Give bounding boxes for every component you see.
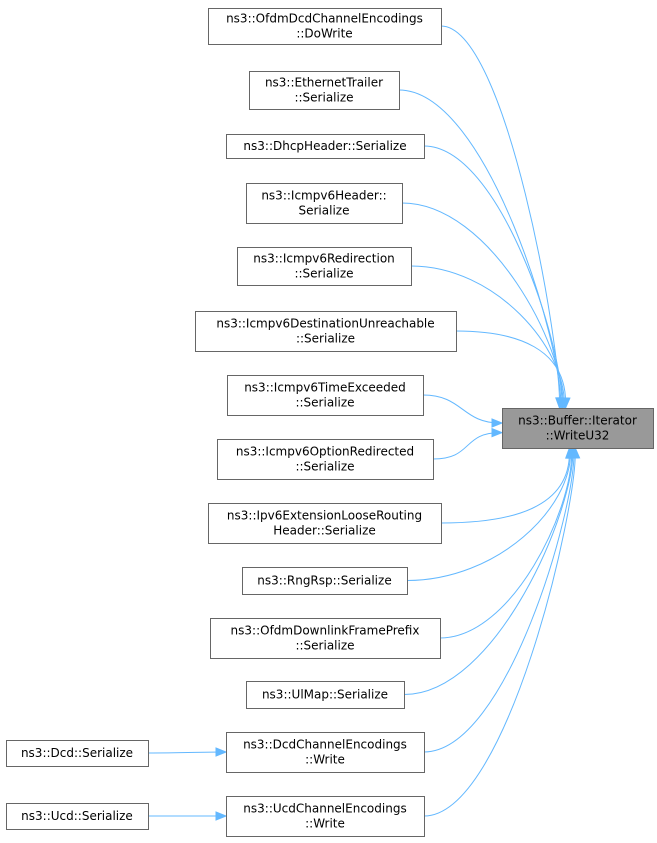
node-icmpv6-redirection[interactable]: ns3::Icmpv6Redirection::Serialize	[237, 247, 412, 286]
edge-ucd-serialize-to-ucd-channel-encodings	[148, 811, 228, 821]
edge-line	[423, 449, 576, 817]
edge-icmpv6-option-redirected-to-target	[432, 427, 504, 460]
node-label-line: ns3::UlMap::Serialize	[262, 688, 388, 702]
node-label-line: ns3::OfdmDcdChannelEncodings	[226, 12, 423, 26]
node-box	[210, 618, 441, 659]
node-ul-map[interactable]: ns3::UlMap::Serialize	[246, 681, 405, 709]
node-box	[237, 247, 412, 286]
arrowhead	[215, 747, 228, 757]
node-label-line: ns3::Buffer::Iterator	[518, 414, 637, 428]
node-label-line: Serialize	[299, 204, 350, 218]
edges-layer	[147, 25, 581, 821]
node-label-line: ns3::Icmpv6Redirection	[253, 252, 395, 266]
node-label-line: Header::Serialize	[273, 524, 376, 538]
node-box	[226, 134, 425, 159]
edge-line	[455, 330, 567, 407]
node-box	[502, 408, 654, 449]
node-rng-rsp[interactable]: ns3::RngRsp::Serialize	[242, 567, 408, 595]
edge-line	[440, 449, 570, 524]
node-box	[246, 183, 403, 224]
nodes-layer: ns3::Buffer::Iterator::WriteU32ns3::Ofdm…	[6, 8, 654, 837]
edge-icmpv6-header-to-target	[401, 202, 569, 410]
node-label-line: ns3::Ucd::Serialize	[21, 809, 133, 823]
node-label-line: ns3::Dcd::Serialize	[21, 746, 133, 760]
edge-line	[403, 449, 574, 695]
node-box	[6, 740, 149, 767]
node-label-line: ::Write	[305, 817, 345, 831]
node-label-line: ns3::DcdChannelEncodings	[243, 738, 407, 752]
node-dhcp-header[interactable]: ns3::DhcpHeader::Serialize	[226, 134, 425, 159]
node-box	[227, 375, 424, 416]
edge-ofdm-dcd-dowrite-to-target	[440, 25, 565, 410]
node-box	[6, 803, 149, 830]
node-label-line: ::Serialize	[296, 332, 355, 346]
edge-line	[398, 89, 562, 407]
node-label-line: ::Serialize	[295, 396, 354, 410]
edge-line	[410, 265, 565, 407]
edge-ipv6-ext-loose-routing-to-target	[440, 446, 575, 524]
edge-line	[440, 25, 560, 407]
node-ofdm-downlink-frame-prefix[interactable]: ns3::OfdmDownlinkFramePrefix::Serialize	[210, 618, 441, 659]
node-label-line: ns3::DhcpHeader::Serialize	[243, 139, 406, 153]
node-icmpv6-header[interactable]: ns3::Icmpv6Header::Serialize	[246, 183, 403, 224]
node-label-line: ns3::Ipv6ExtensionLooseRouting	[227, 509, 422, 523]
node-ucd-serialize[interactable]: ns3::Ucd::Serialize	[6, 803, 149, 830]
arrowhead	[215, 811, 228, 821]
arrowhead	[561, 397, 571, 410]
edge-icmpv6-time-exceeded-to-target	[422, 394, 504, 428]
node-ofdm-dcd-dowrite[interactable]: ns3::OfdmDcdChannelEncodings::DoWrite	[208, 8, 442, 45]
node-target[interactable]: ns3::Buffer::Iterator::WriteU32	[502, 408, 654, 449]
edge-line	[406, 449, 572, 581]
node-label-line: ns3::OfdmDownlinkFramePrefix	[231, 624, 420, 638]
edge-dcd-serialize-to-dcd-channel-encodings	[147, 747, 228, 757]
node-icmpv6-option-redirected[interactable]: ns3::Icmpv6OptionRedirected::Serialize	[217, 439, 434, 480]
arrowhead	[491, 418, 504, 428]
edge-line	[401, 202, 564, 407]
edge-line	[423, 145, 563, 407]
node-box	[208, 8, 442, 45]
edge-icmpv6-dest-unreachable-to-target	[455, 330, 571, 410]
arrowhead	[570, 446, 581, 459]
edge-ofdm-downlink-frame-prefix-to-target	[439, 446, 577, 639]
node-box	[208, 503, 442, 544]
node-label-line: ::WriteU32	[546, 429, 610, 443]
node-box	[226, 796, 425, 837]
node-label-line: ns3::Icmpv6Header::	[261, 189, 386, 203]
node-label-line: ns3::Icmpv6TimeExceeded	[244, 381, 406, 395]
edge-line	[422, 394, 501, 424]
node-box	[217, 439, 434, 480]
node-label-line: ::Serialize	[294, 267, 353, 281]
node-label-line: ::Serialize	[295, 639, 354, 653]
node-box	[249, 71, 400, 110]
node-label-line: ns3::UcdChannelEncodings	[243, 802, 406, 816]
edge-line	[147, 751, 225, 754]
node-icmpv6-time-exceeded[interactable]: ns3::Icmpv6TimeExceeded::Serialize	[227, 375, 424, 416]
node-dcd-serialize[interactable]: ns3::Dcd::Serialize	[6, 740, 149, 767]
node-label-line: ::Serialize	[295, 460, 354, 474]
node-ethernet-trailer[interactable]: ns3::EthernetTrailer::Serialize	[249, 71, 400, 110]
edge-line	[423, 449, 575, 753]
node-icmpv6-dest-unreachable[interactable]: ns3::Icmpv6DestinationUnreachable::Seria…	[195, 311, 457, 352]
node-label-line: ns3::Icmpv6DestinationUnreachable	[216, 317, 434, 331]
edge-dcd-channel-encodings-to-target	[423, 446, 580, 753]
node-box	[226, 732, 425, 773]
edge-line	[432, 432, 501, 460]
node-label-line: ns3::Icmpv6OptionRedirected	[236, 445, 414, 459]
node-ipv6-ext-loose-routing[interactable]: ns3::Ipv6ExtensionLooseRoutingHeader::Se…	[208, 503, 442, 544]
node-ucd-channel-encodings[interactable]: ns3::UcdChannelEncodings::Write	[226, 796, 425, 837]
node-dcd-channel-encodings[interactable]: ns3::DcdChannelEncodings::Write	[226, 732, 425, 773]
edge-ucd-channel-encodings-to-target	[423, 446, 581, 817]
node-box	[195, 311, 457, 352]
node-label-line: ns3::RngRsp::Serialize	[257, 574, 391, 588]
node-label-line: ::Serialize	[294, 91, 353, 105]
arrowhead	[491, 427, 504, 438]
node-label-line: ::Write	[305, 753, 345, 767]
node-label-line: ns3::EthernetTrailer	[265, 76, 383, 90]
node-box	[246, 681, 405, 709]
node-label-line: ::DoWrite	[296, 27, 352, 41]
node-box	[242, 567, 408, 595]
edge-line	[439, 449, 573, 639]
